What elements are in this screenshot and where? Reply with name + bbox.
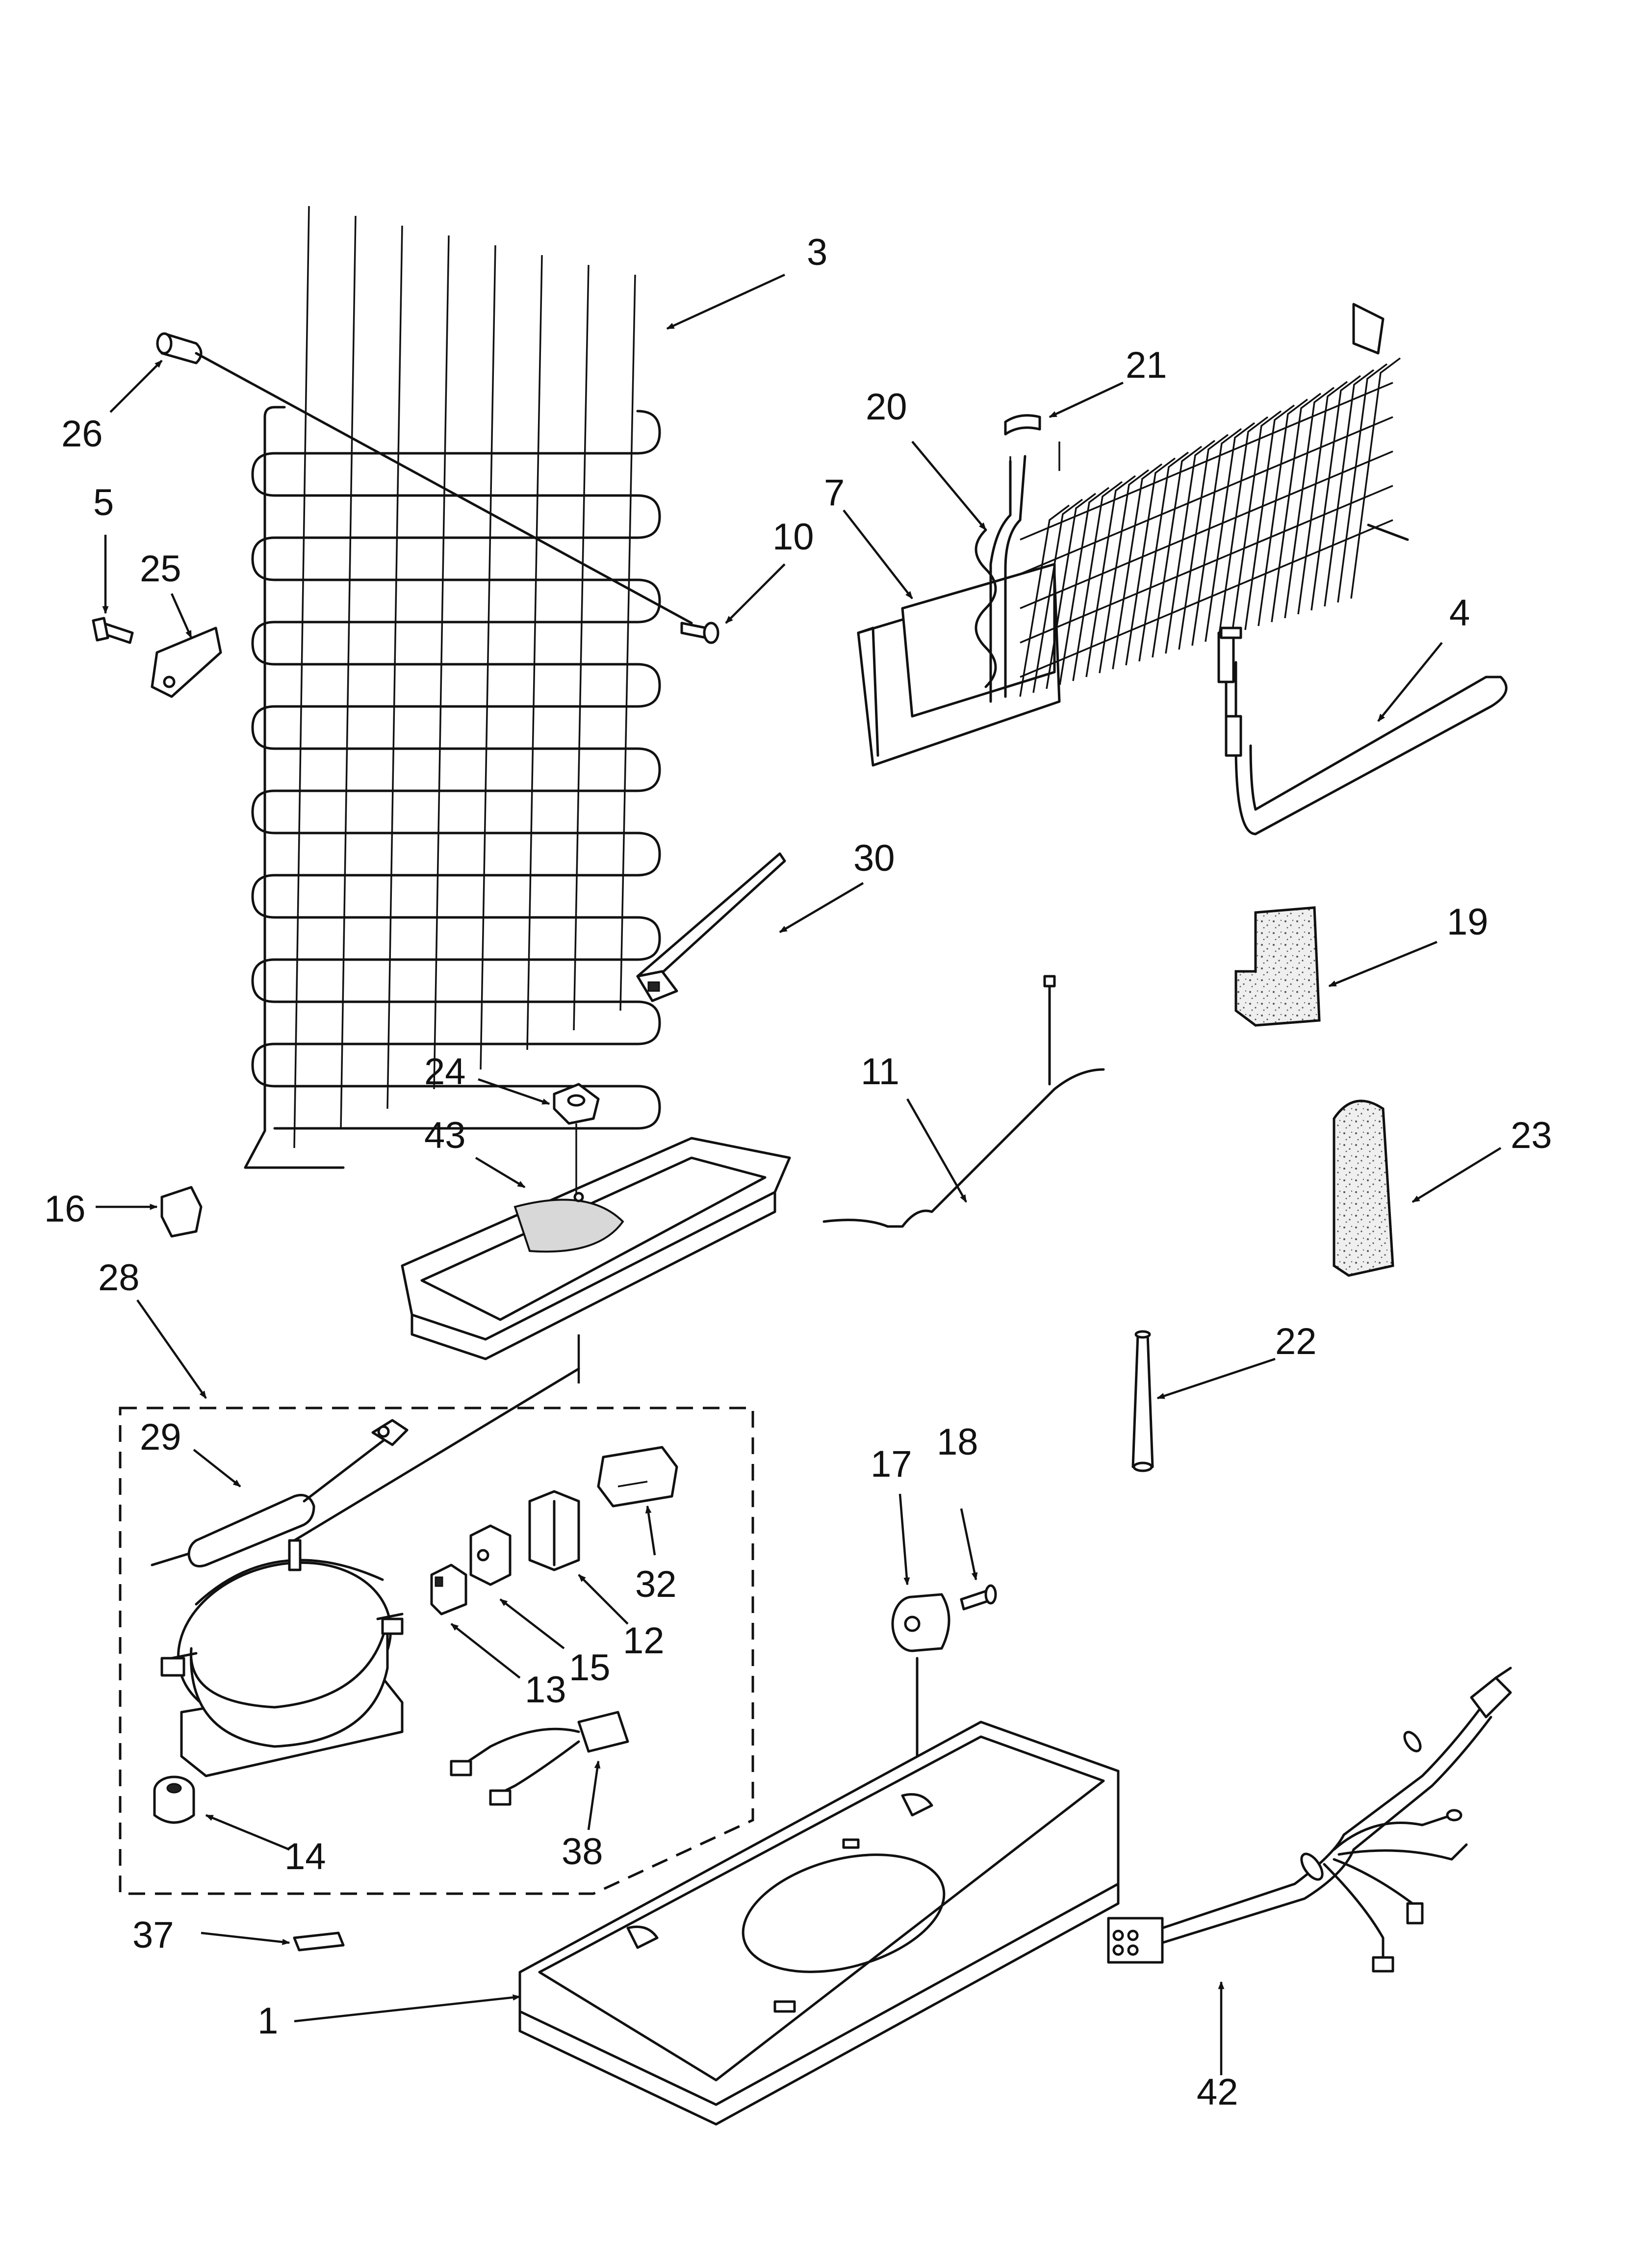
evaporator-assembly <box>857 303 1409 767</box>
clip-16 <box>160 1186 203 1238</box>
callout-4: 4 <box>1449 592 1470 634</box>
callout-5: 5 <box>93 482 114 523</box>
foam-block-19 <box>1234 906 1321 1027</box>
filter-drier <box>151 1419 409 1567</box>
connector-32 <box>597 1446 678 1508</box>
callout-10: 10 <box>772 516 814 558</box>
callout-23: 23 <box>1511 1115 1552 1156</box>
grommet <box>153 1775 195 1824</box>
compressor <box>160 1367 580 1777</box>
callout-38: 38 <box>562 1831 603 1873</box>
screw-5 <box>92 617 134 644</box>
callout-42: 42 <box>1197 2071 1238 2113</box>
bracket-25 <box>151 626 222 698</box>
relay <box>469 1524 512 1586</box>
base-pan <box>518 1721 1120 2126</box>
callout-1: 1 <box>257 2000 278 2042</box>
harness-38 <box>450 1711 629 1806</box>
callout-13: 13 <box>525 1669 566 1711</box>
roller <box>891 1584 997 1787</box>
callout-37: 37 <box>132 1914 174 1956</box>
pin <box>1131 1330 1154 1472</box>
callout-18: 18 <box>937 1421 978 1463</box>
callout-17: 17 <box>871 1443 912 1485</box>
drain-tube <box>822 975 1105 1228</box>
callout-25: 25 <box>140 548 181 590</box>
relay-cover <box>528 1490 580 1571</box>
callout-12: 12 <box>623 1620 665 1662</box>
callout-14: 14 <box>284 1836 326 1877</box>
callout-30: 30 <box>853 837 895 879</box>
callout-43: 43 <box>424 1115 466 1156</box>
foam-block-23 <box>1333 1099 1394 1277</box>
callout-15: 15 <box>569 1647 611 1689</box>
condenser-coil <box>244 206 661 1169</box>
leader-lines <box>96 273 1502 2075</box>
callout-26: 26 <box>61 413 103 455</box>
callout-20: 20 <box>866 386 907 428</box>
callout-labels: 3 26 5 25 10 7 20 21 4 30 19 23 22 11 24… <box>44 232 1552 2113</box>
plug-26 <box>156 332 693 625</box>
overload <box>430 1564 467 1616</box>
defrost-heater <box>1217 626 1508 835</box>
callout-19: 19 <box>1447 901 1488 943</box>
cable-tie <box>636 852 786 1002</box>
callout-32: 32 <box>635 1564 677 1605</box>
callout-7: 7 <box>824 472 845 514</box>
wire-harness-42 <box>1107 1667 1512 1973</box>
callout-3: 3 <box>807 232 827 273</box>
callout-11: 11 <box>861 1051 899 1093</box>
callout-22: 22 <box>1275 1321 1317 1362</box>
callout-21: 21 <box>1126 344 1167 386</box>
callout-24: 24 <box>424 1051 466 1093</box>
drain-pan <box>401 1083 791 1383</box>
clip-37 <box>293 1931 345 1952</box>
callout-29: 29 <box>140 1416 181 1458</box>
screw-10 <box>680 622 719 644</box>
callout-16: 16 <box>44 1188 86 1230</box>
callout-28: 28 <box>98 1257 140 1299</box>
